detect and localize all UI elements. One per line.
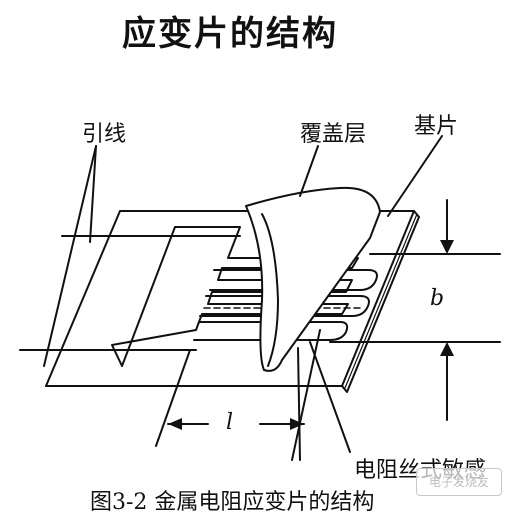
length-l-label: l [226,410,234,435]
page-title: 应变片的结构 [122,14,338,54]
cover-layer [245,186,381,372]
watermark: 电子发烧友 [416,468,502,496]
resistive-grid [193,269,378,341]
lead-wire-label: 引线 [82,122,127,147]
cover-layer-label: 覆盖层 [300,122,367,147]
figure-caption: 图3-2 金属电阻应变片的结构 [90,490,375,515]
substrate-label: 基片 [414,114,459,139]
width-b-label: b [430,286,445,311]
